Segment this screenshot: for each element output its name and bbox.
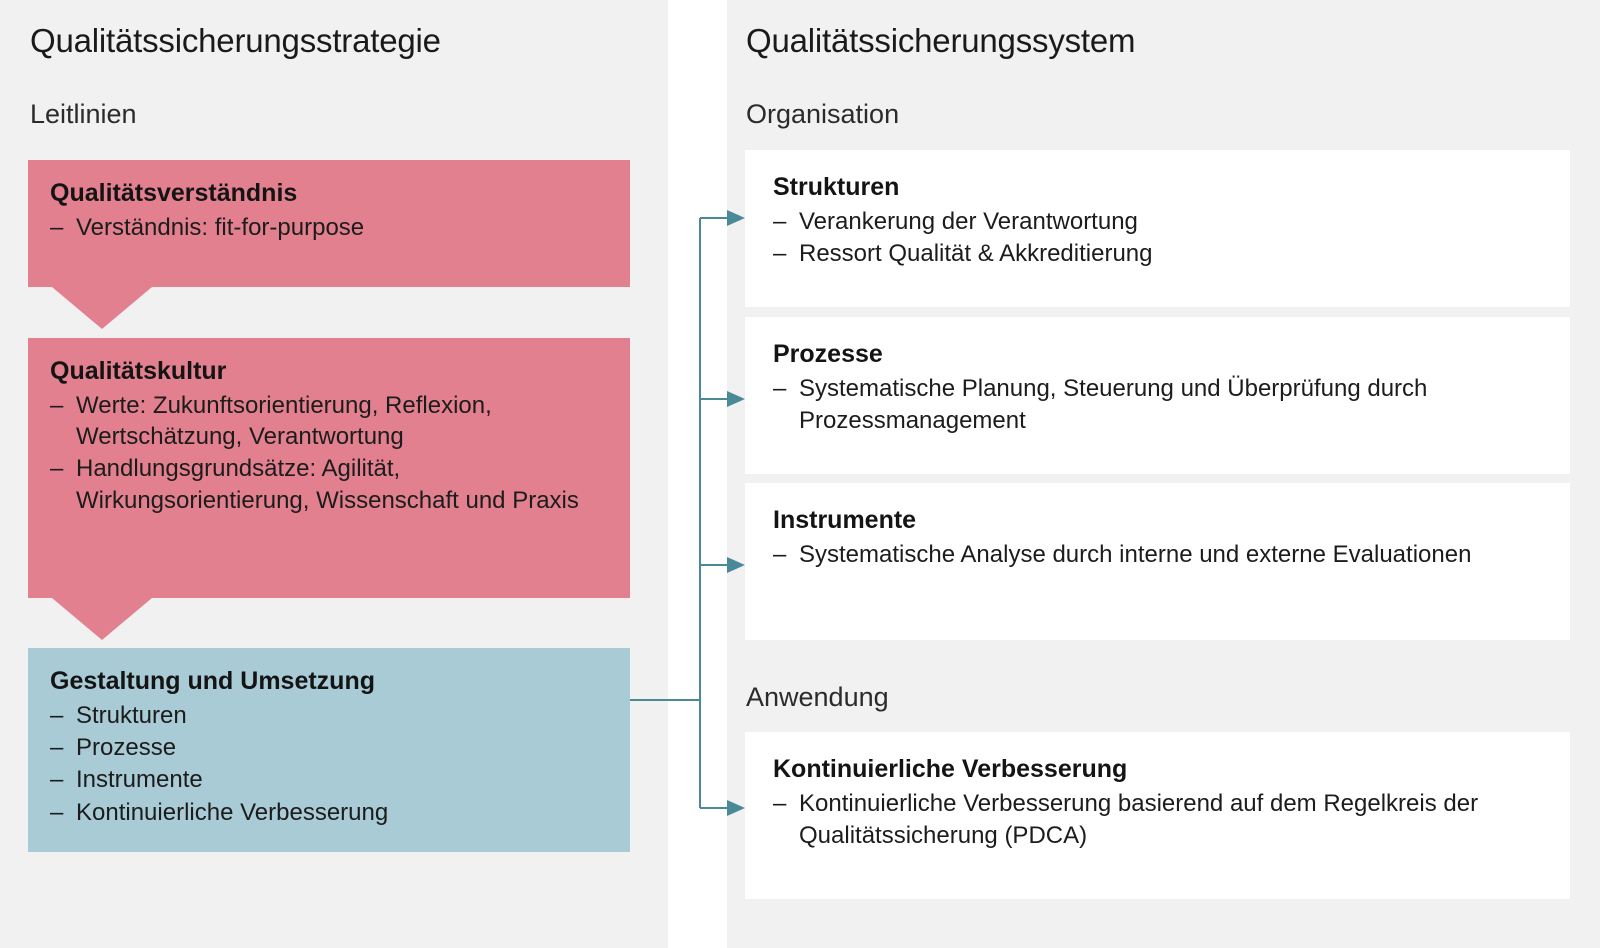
strategy-box-list: Werte: Zukunftsorientierung, Reflexion, …	[50, 390, 608, 516]
system-card-strukturen[interactable]: Strukturen Verankerung der Verantwortung…	[745, 150, 1570, 307]
list-item: Kontinuierliche Verbesserung	[50, 797, 608, 828]
list-item: Prozesse	[50, 732, 608, 763]
arrow-down-icon-1	[52, 287, 152, 329]
list-item: Verankerung der Verantwortung	[773, 206, 1552, 238]
list-item: Werte: Zukunftsorientierung, Reflexion, …	[50, 390, 608, 452]
system-card-list: Verankerung der Verantwortung Ressort Qu…	[773, 206, 1552, 269]
list-item: Systematische Planung, Steuerung und Übe…	[773, 373, 1552, 436]
system-card-kontinuierliche-verbesserung[interactable]: Kontinuierliche Verbesserung Kontinuierl…	[745, 732, 1570, 899]
list-item: Instrumente	[50, 764, 608, 795]
strategy-box-title: Gestaltung und Umsetzung	[50, 667, 375, 695]
system-card-title: Strukturen	[773, 173, 900, 201]
system-card-title: Instrumente	[773, 506, 917, 534]
list-item: Kontinuierliche Verbesserung basierend a…	[773, 788, 1552, 851]
system-card-title: Kontinuierliche Verbesserung	[773, 755, 1128, 783]
strategy-box-qualitaetsverstaendnis[interactable]: Qualitätsverständnis Verständnis: fit-fo…	[28, 160, 630, 287]
system-card-list: Kontinuierliche Verbesserung basierend a…	[773, 788, 1552, 851]
system-card-list: Systematische Analyse durch interne und …	[773, 539, 1552, 571]
list-item: Strukturen	[50, 700, 608, 731]
list-item: Verständnis: fit-for-purpose	[50, 212, 608, 243]
left-column-subtitle: Leitlinien	[30, 99, 137, 129]
right-column-title: Qualitätssicherungssystem	[746, 22, 1136, 59]
strategy-box-title: Qualitätskultur	[50, 357, 227, 385]
strategy-box-list: Verständnis: fit-for-purpose	[50, 212, 608, 243]
list-item: Systematische Analyse durch interne und …	[773, 539, 1552, 571]
right-column-subtitle-anwendung: Anwendung	[746, 682, 889, 712]
list-item: Handlungsgrundsätze: Agilität, Wirkungso…	[50, 453, 608, 515]
strategy-box-title: Qualitätsverständnis	[50, 179, 298, 207]
list-item: Ressort Qualität & Akkreditierung	[773, 238, 1552, 270]
arrow-down-icon-2	[52, 598, 152, 640]
strategy-box-list: Strukturen Prozesse Instrumente Kontinui…	[50, 700, 608, 828]
strategy-box-gestaltung-und-umsetzung[interactable]: Gestaltung und Umsetzung Strukturen Proz…	[28, 648, 630, 852]
strategy-box-qualitaetskultur[interactable]: Qualitätskultur Werte: Zukunftsorientier…	[28, 338, 630, 598]
system-card-prozesse[interactable]: Prozesse Systematische Planung, Steuerun…	[745, 317, 1570, 474]
system-card-title: Prozesse	[773, 340, 883, 368]
system-card-list: Systematische Planung, Steuerung und Übe…	[773, 373, 1552, 436]
left-column-title: Qualitätssicherungsstrategie	[30, 22, 441, 59]
right-column-subtitle-organisation: Organisation	[746, 99, 900, 129]
system-card-instrumente[interactable]: Instrumente Systematische Analyse durch …	[745, 483, 1570, 640]
